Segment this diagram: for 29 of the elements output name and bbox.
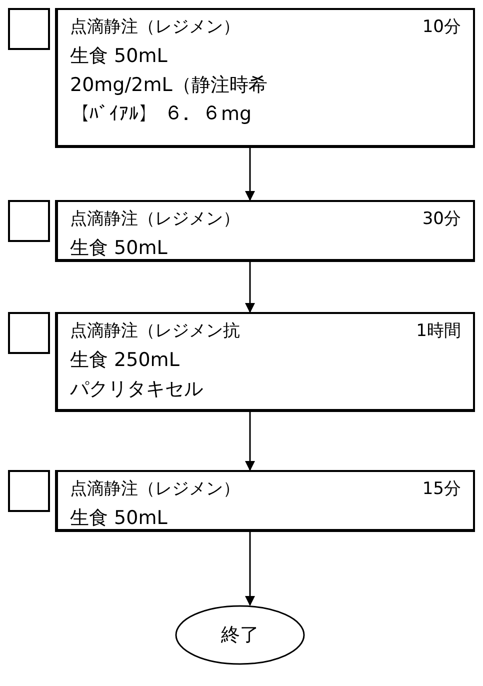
duration-label: 15分 xyxy=(422,478,461,500)
duration-label: 30分 xyxy=(422,208,461,230)
step-title: 点滴静注（レジメン抗 xyxy=(70,320,240,342)
drug-line: 生食 250mL xyxy=(70,348,180,372)
drug-line: 生食 50mL xyxy=(70,44,168,68)
arrow xyxy=(245,148,255,201)
checkbox xyxy=(8,8,50,50)
arrow xyxy=(245,262,255,313)
arrow xyxy=(245,412,255,471)
drug-line: 20mg/2mL（静注時希 xyxy=(70,72,268,98)
duration-label: 1時間 xyxy=(416,320,461,342)
arrow xyxy=(245,532,255,606)
duration-label: 10分 xyxy=(422,16,461,38)
terminal-label: 終了 xyxy=(221,623,259,648)
drug-line: 生食 50mL xyxy=(70,236,168,260)
step-box xyxy=(55,8,475,148)
step-title: 点滴静注（レジメン） xyxy=(70,478,240,500)
terminal-ellipse xyxy=(175,605,305,665)
drug-line: パクリタキセル xyxy=(70,376,203,402)
step-box xyxy=(55,312,475,412)
checkbox xyxy=(8,200,50,242)
step-title: 点滴静注（レジメン） xyxy=(70,16,240,38)
step-box xyxy=(55,470,475,532)
drug-line: 生食 50mL xyxy=(70,506,168,530)
checkbox xyxy=(8,312,50,354)
checkbox xyxy=(8,470,50,512)
drug-line: 【ﾊﾞｲｱﾙ】 ６．６mg xyxy=(70,102,252,124)
step-box xyxy=(55,200,475,262)
step-title: 点滴静注（レジメン） xyxy=(70,208,240,230)
